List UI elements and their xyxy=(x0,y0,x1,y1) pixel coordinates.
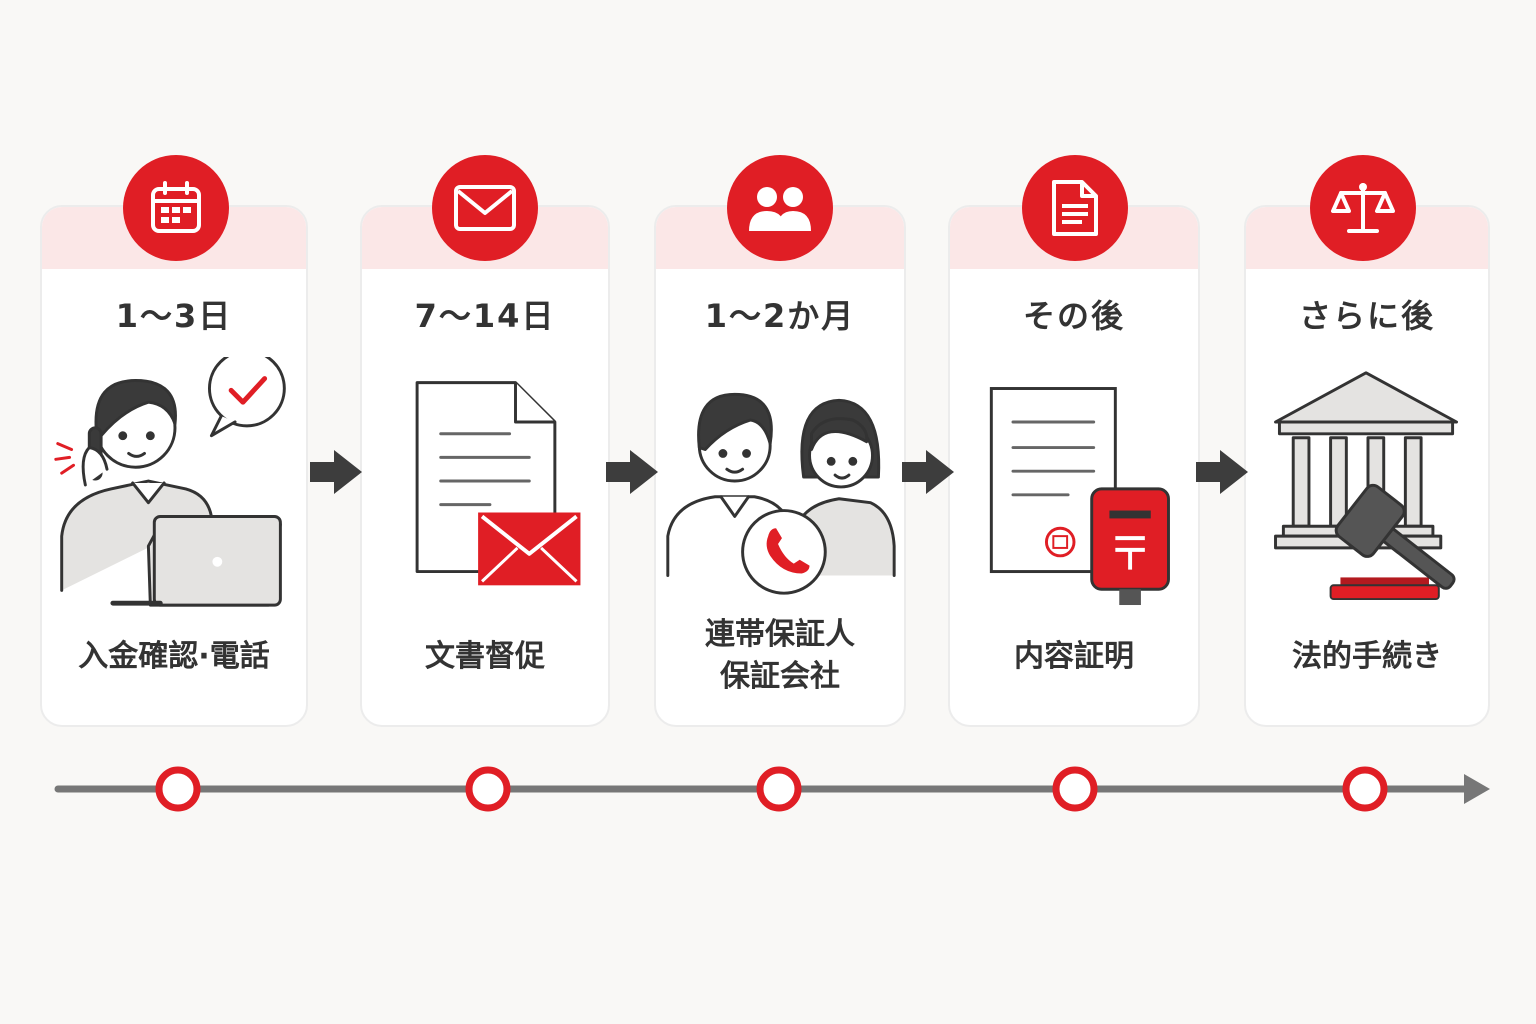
scales-icon xyxy=(1331,183,1395,233)
step-badge-1 xyxy=(123,155,229,261)
step-arrow-3 xyxy=(902,450,954,494)
step-period: 1〜3日 xyxy=(115,297,233,335)
timeline-marker-2 xyxy=(465,766,511,812)
person-phone-laptop-illustration xyxy=(54,357,286,607)
step-label: 入金確認·電話 xyxy=(78,639,270,674)
step-badge-5 xyxy=(1310,155,1416,261)
step-card-4: その後 内容証明 xyxy=(948,205,1200,727)
envelope-icon xyxy=(454,185,516,231)
step-period: 1〜2か月 xyxy=(704,297,856,335)
document-icon xyxy=(1052,180,1098,236)
step-period: その後 xyxy=(1022,297,1125,335)
step-label: 内容証明 xyxy=(1014,639,1134,674)
step-badge-2 xyxy=(432,155,538,261)
document-mail-illustration xyxy=(415,381,581,586)
timeline-marker-3 xyxy=(756,766,802,812)
courthouse-gavel-illustration xyxy=(1274,371,1458,601)
step-label-line1: 連帯保証人 xyxy=(705,617,855,652)
people-icon xyxy=(749,187,811,231)
step-arrow-4 xyxy=(1196,450,1248,494)
step-card-2: 7〜14日 文書督促 xyxy=(360,205,610,727)
step-badge-4 xyxy=(1022,155,1128,261)
timeline-marker-4 xyxy=(1052,766,1098,812)
step-card-3: 1〜2か月 連帯保証人 保証会社 xyxy=(654,205,906,727)
step-label-line2: 保証会社 xyxy=(720,659,840,694)
calendar-icon xyxy=(151,181,201,233)
step-label: 法的手続き xyxy=(1292,639,1442,674)
step-card-5: さらに後 法的手続き xyxy=(1244,205,1490,727)
step-label: 文書督促 xyxy=(425,639,545,674)
timeline-arrowhead xyxy=(1464,774,1490,804)
timeline-marker-5 xyxy=(1342,766,1388,812)
timeline xyxy=(54,766,1490,812)
certified-mail-postbox-illustration xyxy=(989,387,1170,606)
step-period: 7〜14日 xyxy=(414,297,556,335)
step-arrow-2 xyxy=(606,450,658,494)
step-period: さらに後 xyxy=(1298,297,1435,335)
guarantors-illustration xyxy=(666,392,896,595)
step-badge-3 xyxy=(727,155,833,261)
step-card-1: 1〜3日 入金確認·電話 xyxy=(40,205,308,727)
step-arrow-1 xyxy=(310,450,362,494)
timeline-marker-1 xyxy=(155,766,201,812)
